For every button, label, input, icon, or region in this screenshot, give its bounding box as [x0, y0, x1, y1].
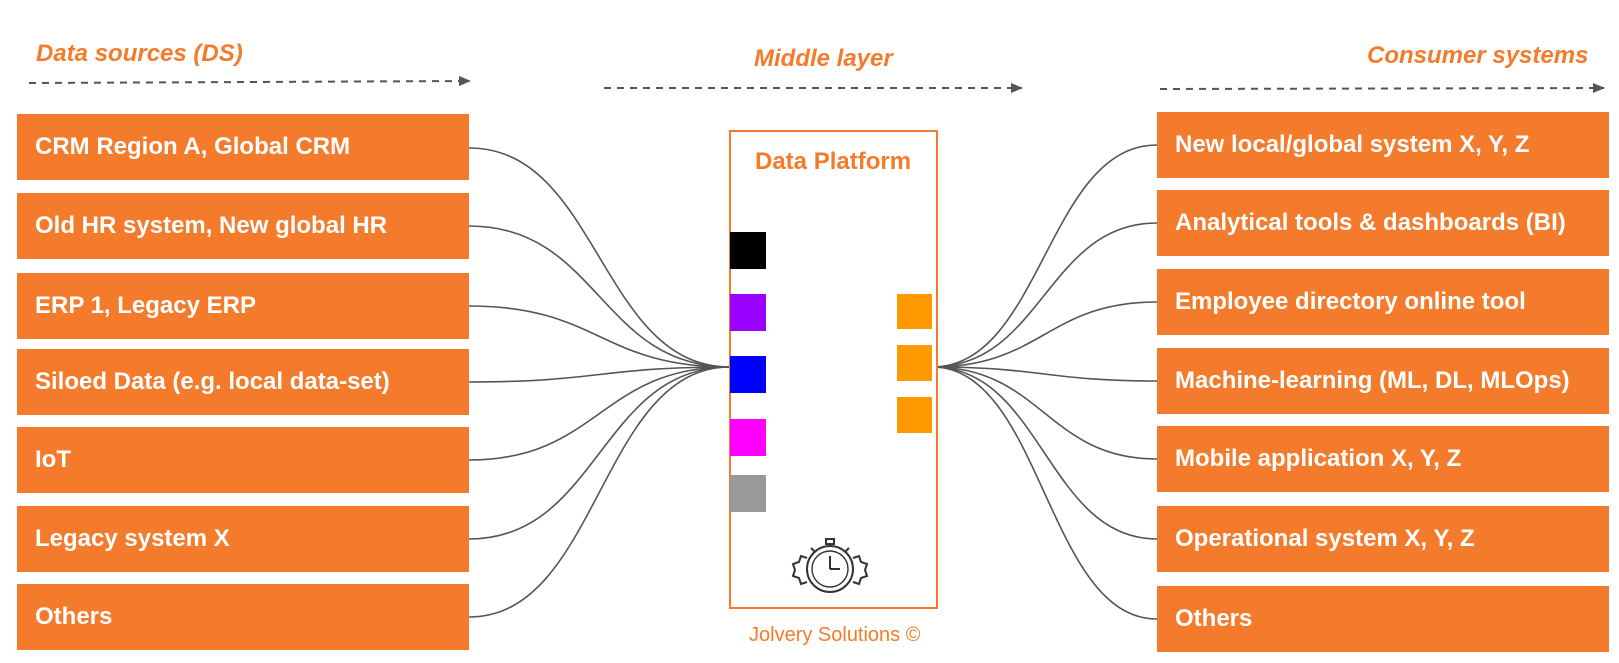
- connector-source-4: [468, 366, 731, 461]
- connector-source-1: [468, 225, 731, 368]
- consumer-box-operational-system: Operational system X, Y, Z: [1157, 506, 1609, 572]
- consumer-label: Analytical tools & dashboards (BI): [1175, 209, 1566, 236]
- data-platform-title: Data Platform: [755, 148, 912, 175]
- consumer-box-machine-learning: Machine-learning (ML, DL, MLOps): [1157, 348, 1609, 414]
- arrow-consumer-systems: [1159, 83, 1605, 94]
- connector-source-2: [468, 305, 731, 368]
- arrow-data-sources: [28, 76, 471, 87]
- consumer-box-employee-directory: Employee directory online tool: [1157, 269, 1609, 335]
- input-square-gray: [730, 475, 766, 512]
- header-middle-layer: Middle layer: [754, 45, 893, 72]
- consumer-box-bi: Analytical tools & dashboards (BI): [1157, 190, 1609, 256]
- source-label: ERP 1, Legacy ERP: [35, 292, 256, 319]
- source-label: Others: [35, 603, 113, 630]
- header-consumer-systems: Consumer systems: [1367, 42, 1589, 69]
- source-box-iot: IoT: [17, 427, 469, 493]
- output-square: [897, 345, 932, 381]
- connector-consumer-6: [931, 366, 1158, 620]
- output-square: [897, 397, 932, 433]
- connector-source-6: [468, 366, 731, 618]
- consumer-box-others: Others: [1157, 586, 1609, 652]
- source-label: Legacy system X: [35, 525, 230, 552]
- input-square-magenta: [730, 419, 766, 456]
- consumer-label: Mobile application X, Y, Z: [1175, 445, 1462, 472]
- consumer-label: Others: [1175, 605, 1253, 632]
- source-box-legacy-system: Legacy system X: [17, 506, 469, 572]
- connector-consumer-2: [931, 301, 1158, 368]
- source-box-crm: CRM Region A, Global CRM: [17, 114, 469, 180]
- connector-source-0: [468, 147, 731, 368]
- source-label: IoT: [35, 446, 71, 473]
- source-box-others: Others: [17, 584, 469, 650]
- input-square-blue: [730, 356, 766, 393]
- connector-consumer-0: [931, 144, 1158, 368]
- source-label: CRM Region A, Global CRM: [35, 133, 351, 160]
- connector-source-3: [468, 366, 731, 383]
- consumer-label: New local/global system X, Y, Z: [1175, 131, 1530, 158]
- consumer-box-new-system: New local/global system X, Y, Z: [1157, 112, 1609, 178]
- consumer-label: Operational system X, Y, Z: [1175, 525, 1475, 552]
- source-box-hr: Old HR system, New global HR: [17, 193, 469, 259]
- source-label: Old HR system, New global HR: [35, 212, 388, 239]
- connector-source-5: [468, 366, 731, 540]
- input-square-purple: [730, 294, 766, 331]
- output-square: [897, 294, 932, 329]
- consumer-label: Employee directory online tool: [1175, 288, 1526, 315]
- header-data-sources: Data sources (DS): [36, 40, 243, 67]
- connector-consumer-4: [931, 366, 1158, 460]
- source-box-erp: ERP 1, Legacy ERP: [17, 273, 469, 339]
- consumer-box-mobile-app: Mobile application X, Y, Z: [1157, 426, 1609, 492]
- source-box-siloed-data: Siloed Data (e.g. local data-set): [17, 349, 469, 415]
- footer-credit: Jolvery Solutions ©: [749, 624, 921, 646]
- source-label: Siloed Data (e.g. local data-set): [35, 368, 390, 395]
- consumer-label: Machine-learning (ML, DL, MLOps): [1175, 367, 1570, 394]
- connector-consumer-3: [931, 366, 1158, 382]
- input-square-black: [730, 232, 766, 269]
- connector-consumer-1: [931, 222, 1158, 368]
- connector-consumer-5: [931, 366, 1158, 540]
